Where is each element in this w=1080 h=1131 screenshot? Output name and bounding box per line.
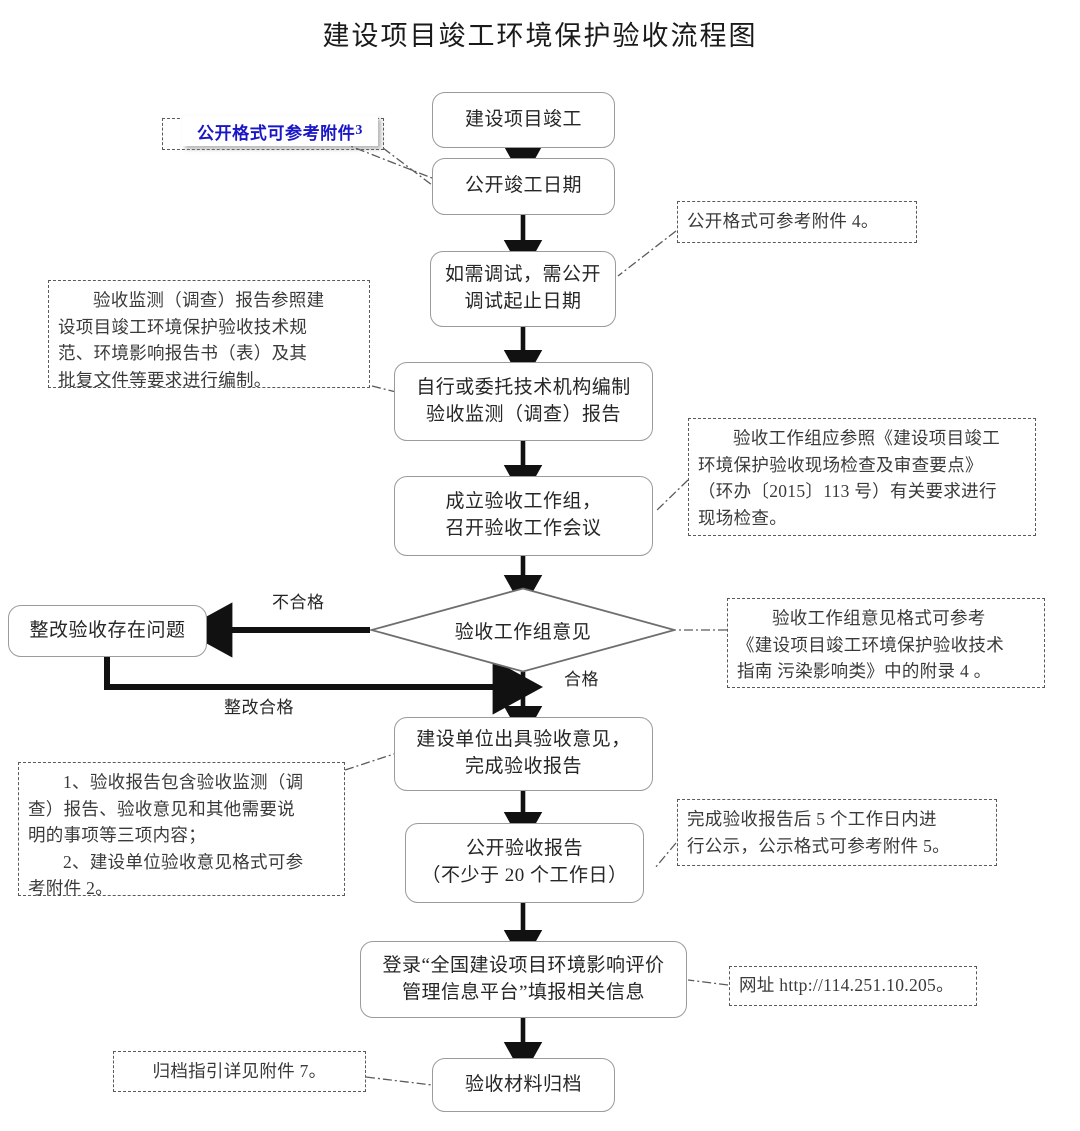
node-rectify-issues[interactable]: 整改验收存在问题 — [8, 605, 207, 657]
note-attachment4: 公开格式可参考附件 4。 — [677, 201, 917, 243]
note-line: 考附件 2。 — [28, 878, 113, 899]
node-line: 公开验收报告 — [465, 838, 583, 860]
node-publish-acceptance-report[interactable]: 公开验收报告 （不少于 20 个工作日） — [405, 823, 644, 903]
note-line: 1、验收报告包含验收监测（调 — [63, 772, 304, 792]
note-monitoring-report: 验收监测（调查）报告参照建 设项目竣工环境保护验收技术规 范、环境影响报告书（表… — [48, 280, 370, 390]
note-workgroup-inspection: 验收工作组应参照《建设项目竣工 环境保护验收现场检查及审查要点》 （环办〔201… — [688, 418, 1036, 536]
node-line: 完成验收报告 — [464, 756, 582, 777]
note-line: 行公示，公示格式可参考附件 5。 — [687, 835, 950, 856]
leader-report-contents — [344, 751, 401, 771]
node-line: （不少于 20 个工作日） — [421, 865, 628, 886]
note-line: 网址 http://114.251.10.205。 — [739, 975, 954, 996]
leader-archive-guide — [365, 1076, 433, 1086]
note-line: 设项目竣工环境保护验收技术规 — [58, 316, 308, 337]
node-archive-materials[interactable]: 验收材料归档 — [432, 1058, 615, 1112]
leader-blue-attach3 — [382, 147, 433, 186]
node-line: 管理信息平台”填报相关信息 — [402, 981, 645, 1003]
note-line: 验收监测（调查）报告参照建 — [93, 290, 325, 310]
note-line: 指南 污染影响类》中的附录 4 。 — [737, 661, 992, 682]
note-workgroup-opinion-format: 验收工作组意见格式可参考 《建设项目竣工环境保护验收技术 指南 污染影响类》中的… — [727, 598, 1045, 688]
note-line: 现场检查。 — [698, 507, 787, 528]
node-line: 验收材料归档 — [464, 1073, 582, 1095]
node-line: 登录“全国建设项目环境影响评价 — [382, 954, 665, 976]
note-report-contents: 1、验收报告包含验收监测（调 查）报告、验收意见和其他需要说 明的事项等三项内容… — [18, 762, 345, 898]
node-line: 成立验收工作组， — [445, 491, 602, 513]
note-line: （环办〔2015〕113 号）有关要求进行 — [698, 481, 997, 502]
edge-label-fail: 不合格 — [272, 593, 325, 612]
note-line: 明的事项等三项内容； — [28, 825, 206, 846]
note-line: 完成验收报告后 5 个工作日内进 — [687, 809, 937, 829]
node-line: 自行或委托技术机构编制 — [416, 376, 631, 398]
node-issue-acceptance-opinion[interactable]: 建设单位出具验收意见， 完成验收报告 — [394, 717, 653, 791]
node-line: 整改验收存在问题 — [29, 619, 186, 641]
node-line: 验收监测（调查）报告 — [425, 403, 621, 425]
note-platform-url: 网址 http://114.251.10.205。 — [729, 966, 977, 1006]
note-line: 《建设项目竣工环境保护验收技术 — [737, 634, 1004, 655]
note-line: 查）报告、验收意见和其他需要说 — [28, 798, 295, 819]
note-line: 2、建设单位验收意见格式可参 — [63, 851, 304, 872]
edge-label-remediated: 整改合格 — [224, 698, 294, 717]
node-line: 建设项目竣工 — [464, 108, 582, 130]
node-commissioning-dates[interactable]: 如需调试，需公开 调试起止日期 — [430, 251, 616, 327]
leader-platform-url — [687, 979, 729, 986]
decision-workgroup-opinion[interactable]: 验收工作组意见 — [370, 587, 676, 673]
decision-label: 验收工作组意见 — [454, 621, 592, 643]
note-attachment3-text: 公开格式可参考附件 — [196, 123, 356, 143]
node-line: 召开验收工作会议 — [445, 518, 602, 539]
node-project-completion[interactable]: 建设项目竣工 — [432, 92, 615, 148]
node-line: 建设单位出具验收意见， — [416, 729, 631, 751]
note-archive-guide: 归档指引详见附件 7。 — [113, 1051, 366, 1092]
page-title: 建设项目竣工环境保护验收流程图 — [322, 21, 758, 51]
note-line: 归档指引详见附件 7。 — [152, 1060, 327, 1081]
node-platform-filing[interactable]: 登录“全国建设项目环境影响评价 管理信息平台”填报相关信息 — [360, 941, 687, 1018]
leader-publicity — [654, 842, 677, 869]
leader-workgroup-inspection — [654, 479, 689, 513]
note-line: 公开格式可参考附件 4。 — [687, 211, 879, 232]
node-line: 如需调试，需公开 — [444, 264, 601, 286]
note-line: 范、环境影响报告书（表）及其 — [58, 343, 308, 364]
note-line: 环境保护验收现场检查及审查要点》 — [698, 454, 983, 475]
note-line: 验收工作组应参照《建设项目竣工 — [733, 428, 1000, 448]
edge-label-pass: 合格 — [564, 670, 599, 689]
note-line: 验收工作组意见格式可参考 — [772, 608, 986, 628]
leader-attach4 — [617, 230, 677, 277]
node-publish-completion-date[interactable]: 公开竣工日期 — [432, 158, 615, 215]
node-line: 公开竣工日期 — [464, 175, 582, 197]
node-prepare-acceptance-report[interactable]: 自行或委托技术机构编制 验收监测（调查）报告 — [394, 362, 653, 441]
node-line: 调试起止日期 — [464, 291, 582, 312]
node-establish-workgroup[interactable]: 成立验收工作组， 召开验收工作会议 — [394, 476, 653, 556]
note-attachment3-suffix: 3 — [355, 123, 363, 138]
note-publicity-5days: 完成验收报告后 5 个工作日内进 行公示，公示格式可参考附件 5。 — [677, 799, 997, 866]
note-line: 批复文件等要求进行编制。 — [58, 369, 272, 390]
